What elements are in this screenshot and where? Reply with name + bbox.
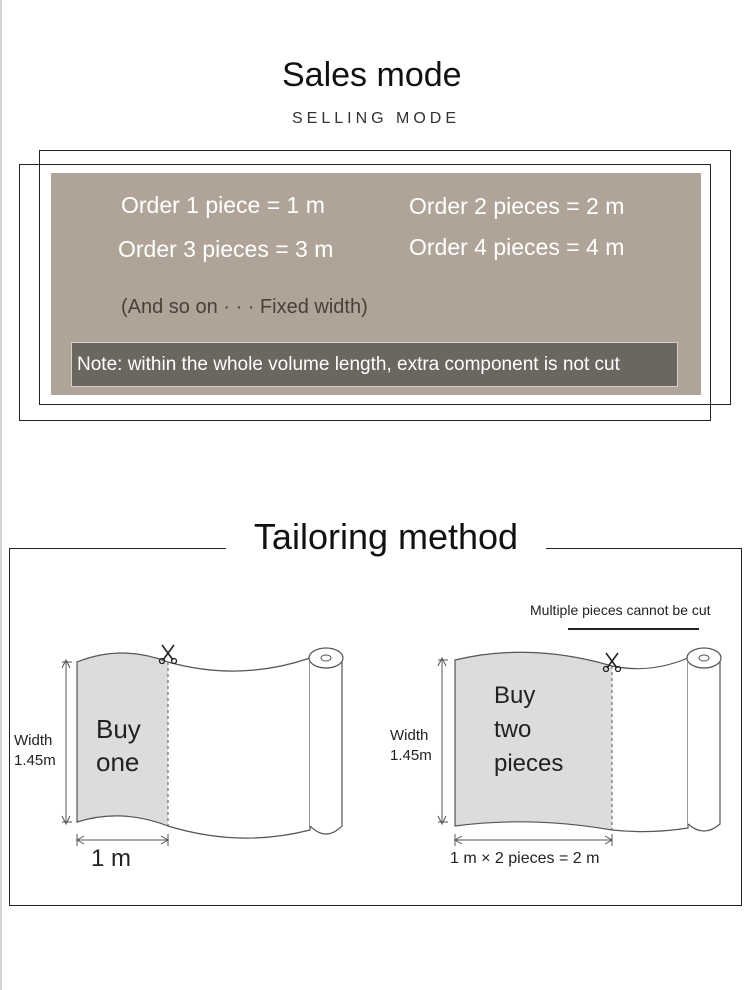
- tailoring-title: Tailoring method: [226, 516, 546, 558]
- length-left: 1 m: [91, 845, 132, 872]
- width-value-right: 1.45m: [390, 747, 432, 764]
- order-2: Order 2 pieces = 2 m: [409, 193, 625, 219]
- note-bar: Note: within the whole volume length, ex…: [71, 342, 678, 387]
- sales-subtitle: SELLING MODE: [292, 110, 461, 127]
- order-3: Order 3 pieces = 3 m: [118, 236, 334, 262]
- buy-two-line2: two: [494, 716, 532, 743]
- sales-frame-back: [39, 150, 731, 405]
- fabric-roll-diagram-one: [61, 647, 344, 846]
- width-value-left: 1.45m: [14, 752, 56, 769]
- sales-frame-front: [19, 164, 711, 421]
- length-right: 1 m × 2 pieces = 2 m: [450, 850, 600, 867]
- scissors-icon: [158, 644, 178, 665]
- fabric-roll-diagram-two: [437, 647, 722, 846]
- buy-two-line1: Buy: [494, 682, 536, 709]
- width-label-left: Width: [14, 732, 53, 749]
- buy-one-line1: Buy: [96, 714, 141, 744]
- page-edge: [0, 0, 2, 990]
- fixed-width-hint: (And so on · · · Fixed width): [121, 296, 368, 318]
- caption-underline: [568, 628, 699, 630]
- width-label-right: Width: [390, 727, 429, 744]
- buy-two-line3: pieces: [494, 750, 564, 777]
- order-1: Order 1 piece = 1 m: [121, 192, 325, 218]
- buy-one-line2: one: [96, 747, 140, 777]
- cannot-cut-caption: Multiple pieces cannot be cut: [530, 602, 711, 618]
- order-4: Order 4 pieces = 4 m: [409, 234, 625, 260]
- scissors-icon: [602, 652, 622, 673]
- sales-title: Sales mode: [282, 56, 462, 94]
